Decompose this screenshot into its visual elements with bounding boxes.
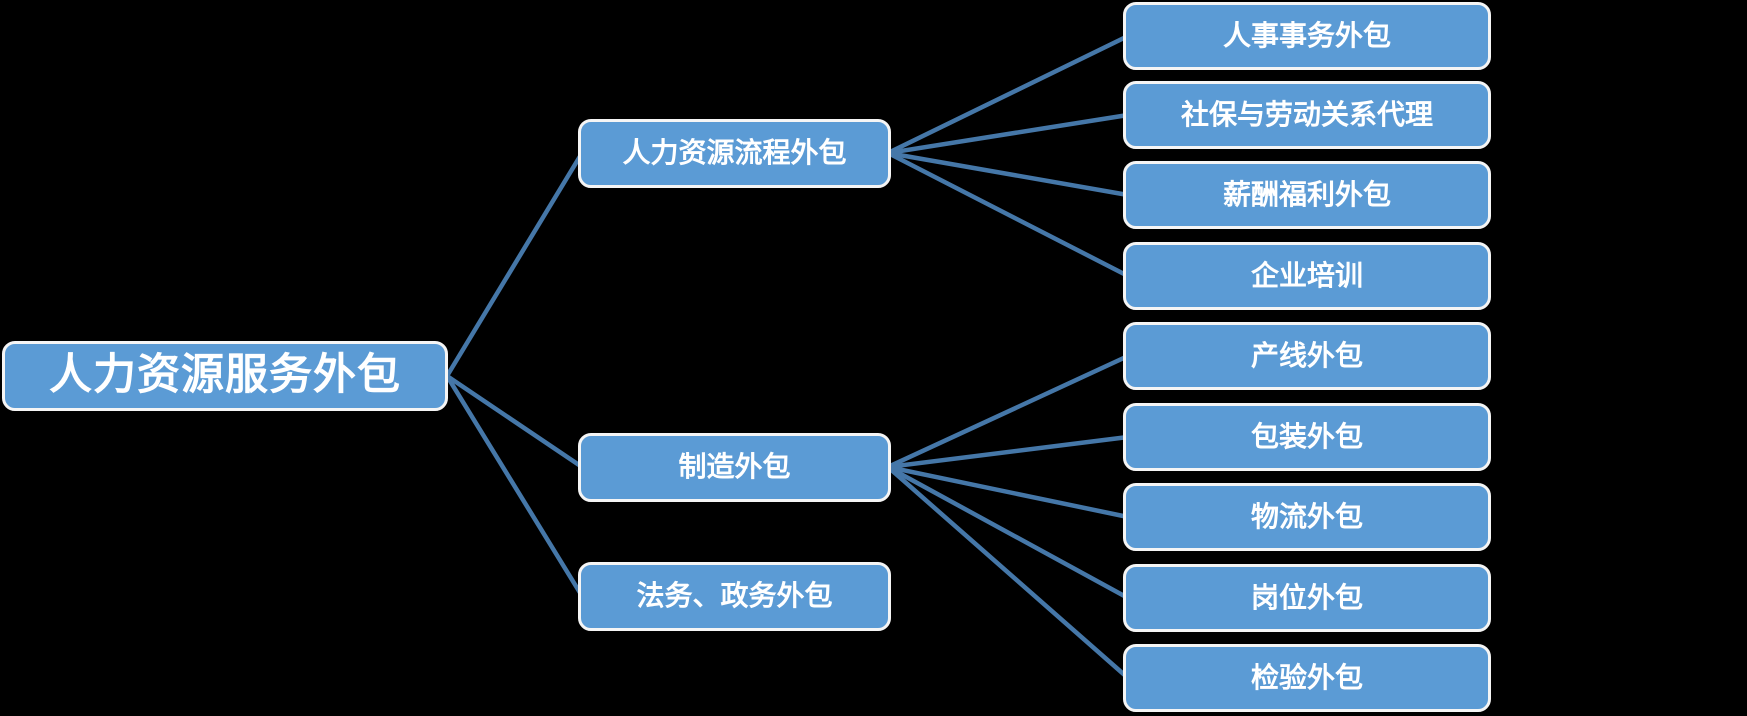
connector-branch1-leaf4 [885,150,1131,279]
connector-branch1-leaf3 [885,150,1131,198]
connector-branch2-leaf8 [885,464,1131,601]
node-leaf-inspection: 检验外包 [1123,644,1491,712]
node-leaf-logistics: 物流外包 [1123,483,1491,551]
connector-root-branch3 [444,373,585,599]
connector-branch2-leaf7 [885,464,1131,520]
connector-branch2-leaf9 [885,464,1131,681]
node-leaf-label: 检验外包 [1250,660,1363,694]
node-leaf-label: 岗位外包 [1250,580,1363,614]
node-leaf-personnel-affairs: 人事事务外包 [1123,2,1491,70]
node-branch-manufacturing-outsourcing: 制造外包 [578,433,891,502]
node-leaf-corporate-training: 企业培训 [1123,242,1491,310]
node-leaf-label: 包装外包 [1250,419,1363,453]
node-leaf-production-line: 产线外包 [1123,322,1491,390]
node-branch-label: 人力资源流程外包 [622,136,847,170]
connector-branch1-leaf1 [885,33,1131,156]
node-branch-label: 制造外包 [678,450,791,484]
connector-branch2-leaf6 [885,434,1131,470]
connector-root-branch1 [444,150,585,379]
node-leaf-label: 社保与劳动关系代理 [1180,97,1433,131]
node-root-label: 人力资源服务外包 [49,350,401,401]
node-branch-hr-process-outsourcing: 人力资源流程外包 [578,119,891,188]
node-leaf-social-security-labor-relations: 社保与劳动关系代理 [1123,81,1491,149]
connector-root-branch2 [444,373,585,470]
node-leaf-label: 企业培训 [1250,258,1363,292]
node-leaf-packaging: 包装外包 [1123,403,1491,471]
node-leaf-label: 薪酬福利外包 [1222,177,1391,211]
node-branch-legal-gov-outsourcing: 法务、政务外包 [578,562,891,631]
node-leaf-position: 岗位外包 [1123,564,1491,632]
node-leaf-label: 产线外包 [1250,338,1363,372]
node-leaf-compensation-benefits: 薪酬福利外包 [1123,161,1491,229]
connector-branch2-leaf5 [885,353,1131,470]
connector-branch1-leaf2 [885,112,1131,156]
node-branch-label: 法务、政务外包 [636,579,833,613]
node-leaf-label: 物流外包 [1250,499,1363,533]
node-leaf-label: 人事事务外包 [1222,18,1391,52]
node-root: 人力资源服务外包 [2,341,448,411]
